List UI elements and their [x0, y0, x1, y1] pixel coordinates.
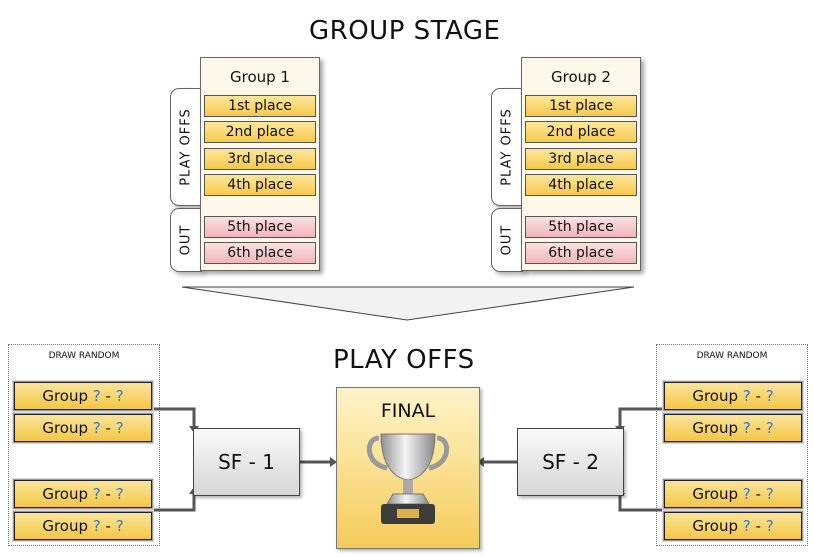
draw-random-label: DRAW RANDOM: [48, 351, 120, 361]
group-2-place-4: 4th place: [525, 174, 637, 196]
group-2-place-5: 5th place: [525, 216, 637, 238]
group-2-place-6: 6th place: [525, 242, 637, 264]
semifinal-2: SF - 2: [517, 428, 624, 496]
draw-slot-right-3: Group ? - ?: [663, 479, 803, 509]
group-2-card: Group 2 1st place 2nd place 3rd place 4t…: [521, 57, 641, 271]
semifinal-1: SF - 1: [193, 428, 300, 496]
draw-random-right: DRAW RANDOM: [656, 344, 808, 546]
playoffs-tab-group-1: PLAY OFFS: [170, 88, 202, 206]
final-box: FINAL: [336, 387, 480, 549]
group-2-place-2: 2nd place: [525, 121, 637, 143]
group-1-place-1: 1st place: [204, 95, 316, 117]
group-2-place-1: 1st place: [525, 95, 637, 117]
play-offs-title: PLAY OFFS: [333, 345, 475, 375]
group-1-place-5: 5th place: [204, 216, 316, 238]
draw-slot-right-4: Group ? - ?: [663, 511, 803, 541]
group-1-place-2: 2nd place: [204, 121, 316, 143]
group-1-place-3: 3rd place: [204, 148, 316, 170]
draw-random-left: DRAW RANDOM: [8, 344, 160, 546]
group-stage-title: GROUP STAGE: [309, 16, 501, 46]
group-1-name: Group 1: [230, 68, 290, 86]
group-2-name: Group 2: [551, 68, 611, 86]
group-1-place-4: 4th place: [204, 174, 316, 196]
group-1-card: Group 1 1st place 2nd place 3rd place 4t…: [200, 57, 320, 271]
draw-slot-left-4: Group ? - ?: [13, 511, 153, 541]
draw-slot-right-2: Group ? - ?: [663, 413, 803, 443]
draw-random-label: DRAW RANDOM: [696, 351, 768, 361]
trophy-icon: [367, 433, 449, 524]
funnel-arrow: [181, 286, 635, 321]
draw-slot-right-1: Group ? - ?: [663, 381, 803, 411]
draw-slot-left-3: Group ? - ?: [13, 479, 153, 509]
draw-slot-left-1: Group ? - ?: [13, 381, 153, 411]
group-2-place-3: 3rd place: [525, 148, 637, 170]
group-1-place-6: 6th place: [204, 242, 316, 264]
final-label: FINAL: [380, 400, 436, 422]
draw-slot-left-2: Group ? - ?: [13, 413, 153, 443]
